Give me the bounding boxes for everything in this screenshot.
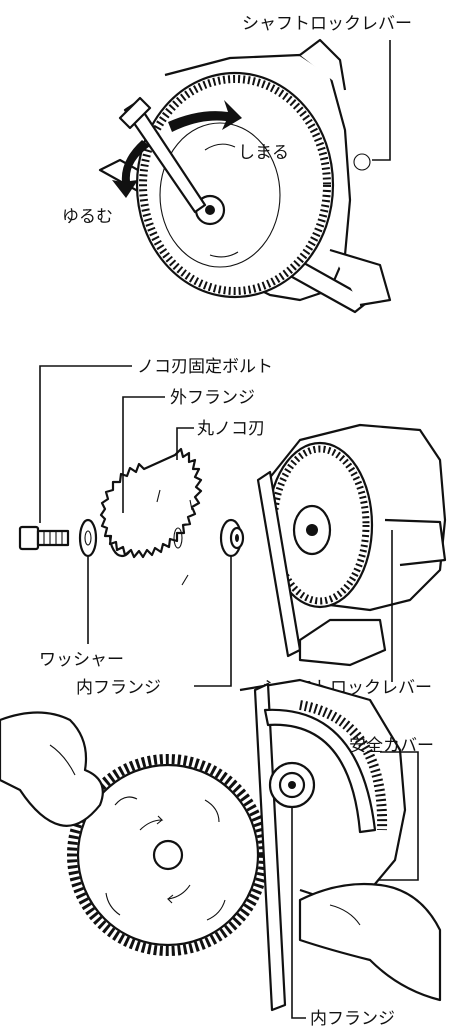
- leader-safety-cover: [378, 760, 419, 881]
- blade-inner-ring: [159, 122, 281, 268]
- shaft-lock-lever-knob: [353, 153, 371, 171]
- hex-wrench-grip: [118, 96, 152, 130]
- circular-saw-body: [256, 423, 447, 667]
- tighten-arrow: [168, 100, 242, 132]
- saw-handle-top: [299, 38, 347, 91]
- inner-flange: [219, 518, 245, 558]
- leader-inner-flange-2: [291, 808, 306, 1019]
- circular-saw-blade: [99, 447, 203, 586]
- label-tighten: しまる: [238, 143, 289, 163]
- label-blade-bolt: ノコ刃固定ボルト: [137, 357, 273, 377]
- blade-bolt: [18, 525, 70, 551]
- hand-finger-line: [49, 744, 76, 776]
- spindle: [288, 781, 296, 789]
- figure-1-bolt-rotation: シャフトロックレバー しまる ゆるむ: [62, 14, 412, 314]
- blade-rotation-arrow-2: [166, 884, 191, 904]
- leader-saw-blade: [176, 427, 194, 460]
- figure-2-exploded-parts: ノコ刃固定ボルト 外フランジ 丸ノコ刃 ワッシャー 内フランジ シャフトロックレ…: [18, 357, 447, 698]
- leader-outer-flange: [122, 396, 165, 513]
- label-washer: ワッシャー: [39, 650, 124, 670]
- saw-blade-slots: [105, 796, 226, 921]
- label-shaft-lock-lever-1: シャフトロックレバー: [242, 14, 412, 34]
- blade-rotation-arrow-1: [139, 815, 164, 831]
- saw-blade-arbor-hole: [152, 839, 184, 871]
- safety-cover: [263, 708, 377, 834]
- leader-inner-flange-1: [194, 557, 232, 687]
- label-inner-flange-1: 内フランジ: [76, 678, 161, 698]
- leader-blade-bolt: [39, 365, 132, 523]
- washer: [78, 518, 98, 558]
- label-loosen: ゆるむ: [62, 207, 113, 227]
- blade-direction-arrow-1: [204, 143, 236, 151]
- saw-blade: [135, 71, 335, 299]
- leader-safety-cover-tick: [380, 751, 419, 760]
- blade-teeth: [139, 75, 331, 295]
- hand-on-saw: [298, 882, 442, 1002]
- blade-direction-arrow-2: [209, 251, 239, 258]
- figure-3-blade-mounting: 安全カバー 内フランジ: [0, 678, 442, 1029]
- label-safety-cover: 安全カバー: [349, 736, 434, 756]
- hand-holding-blade: [0, 711, 104, 827]
- loosen-arrow: [112, 140, 150, 198]
- label-outer-flange: 外フランジ: [170, 388, 255, 408]
- leader-shaft-lock-lever-1: [372, 40, 391, 161]
- hand-on-saw-finger: [329, 904, 361, 926]
- bolt-center: [205, 205, 215, 215]
- cover-teeth-pattern: [299, 700, 388, 831]
- base-plate-side: [253, 682, 287, 1012]
- label-saw-blade: 丸ノコ刃: [197, 419, 265, 439]
- label-inner-flange-2: 内フランジ: [310, 1009, 395, 1029]
- base-plate-front: [329, 248, 392, 307]
